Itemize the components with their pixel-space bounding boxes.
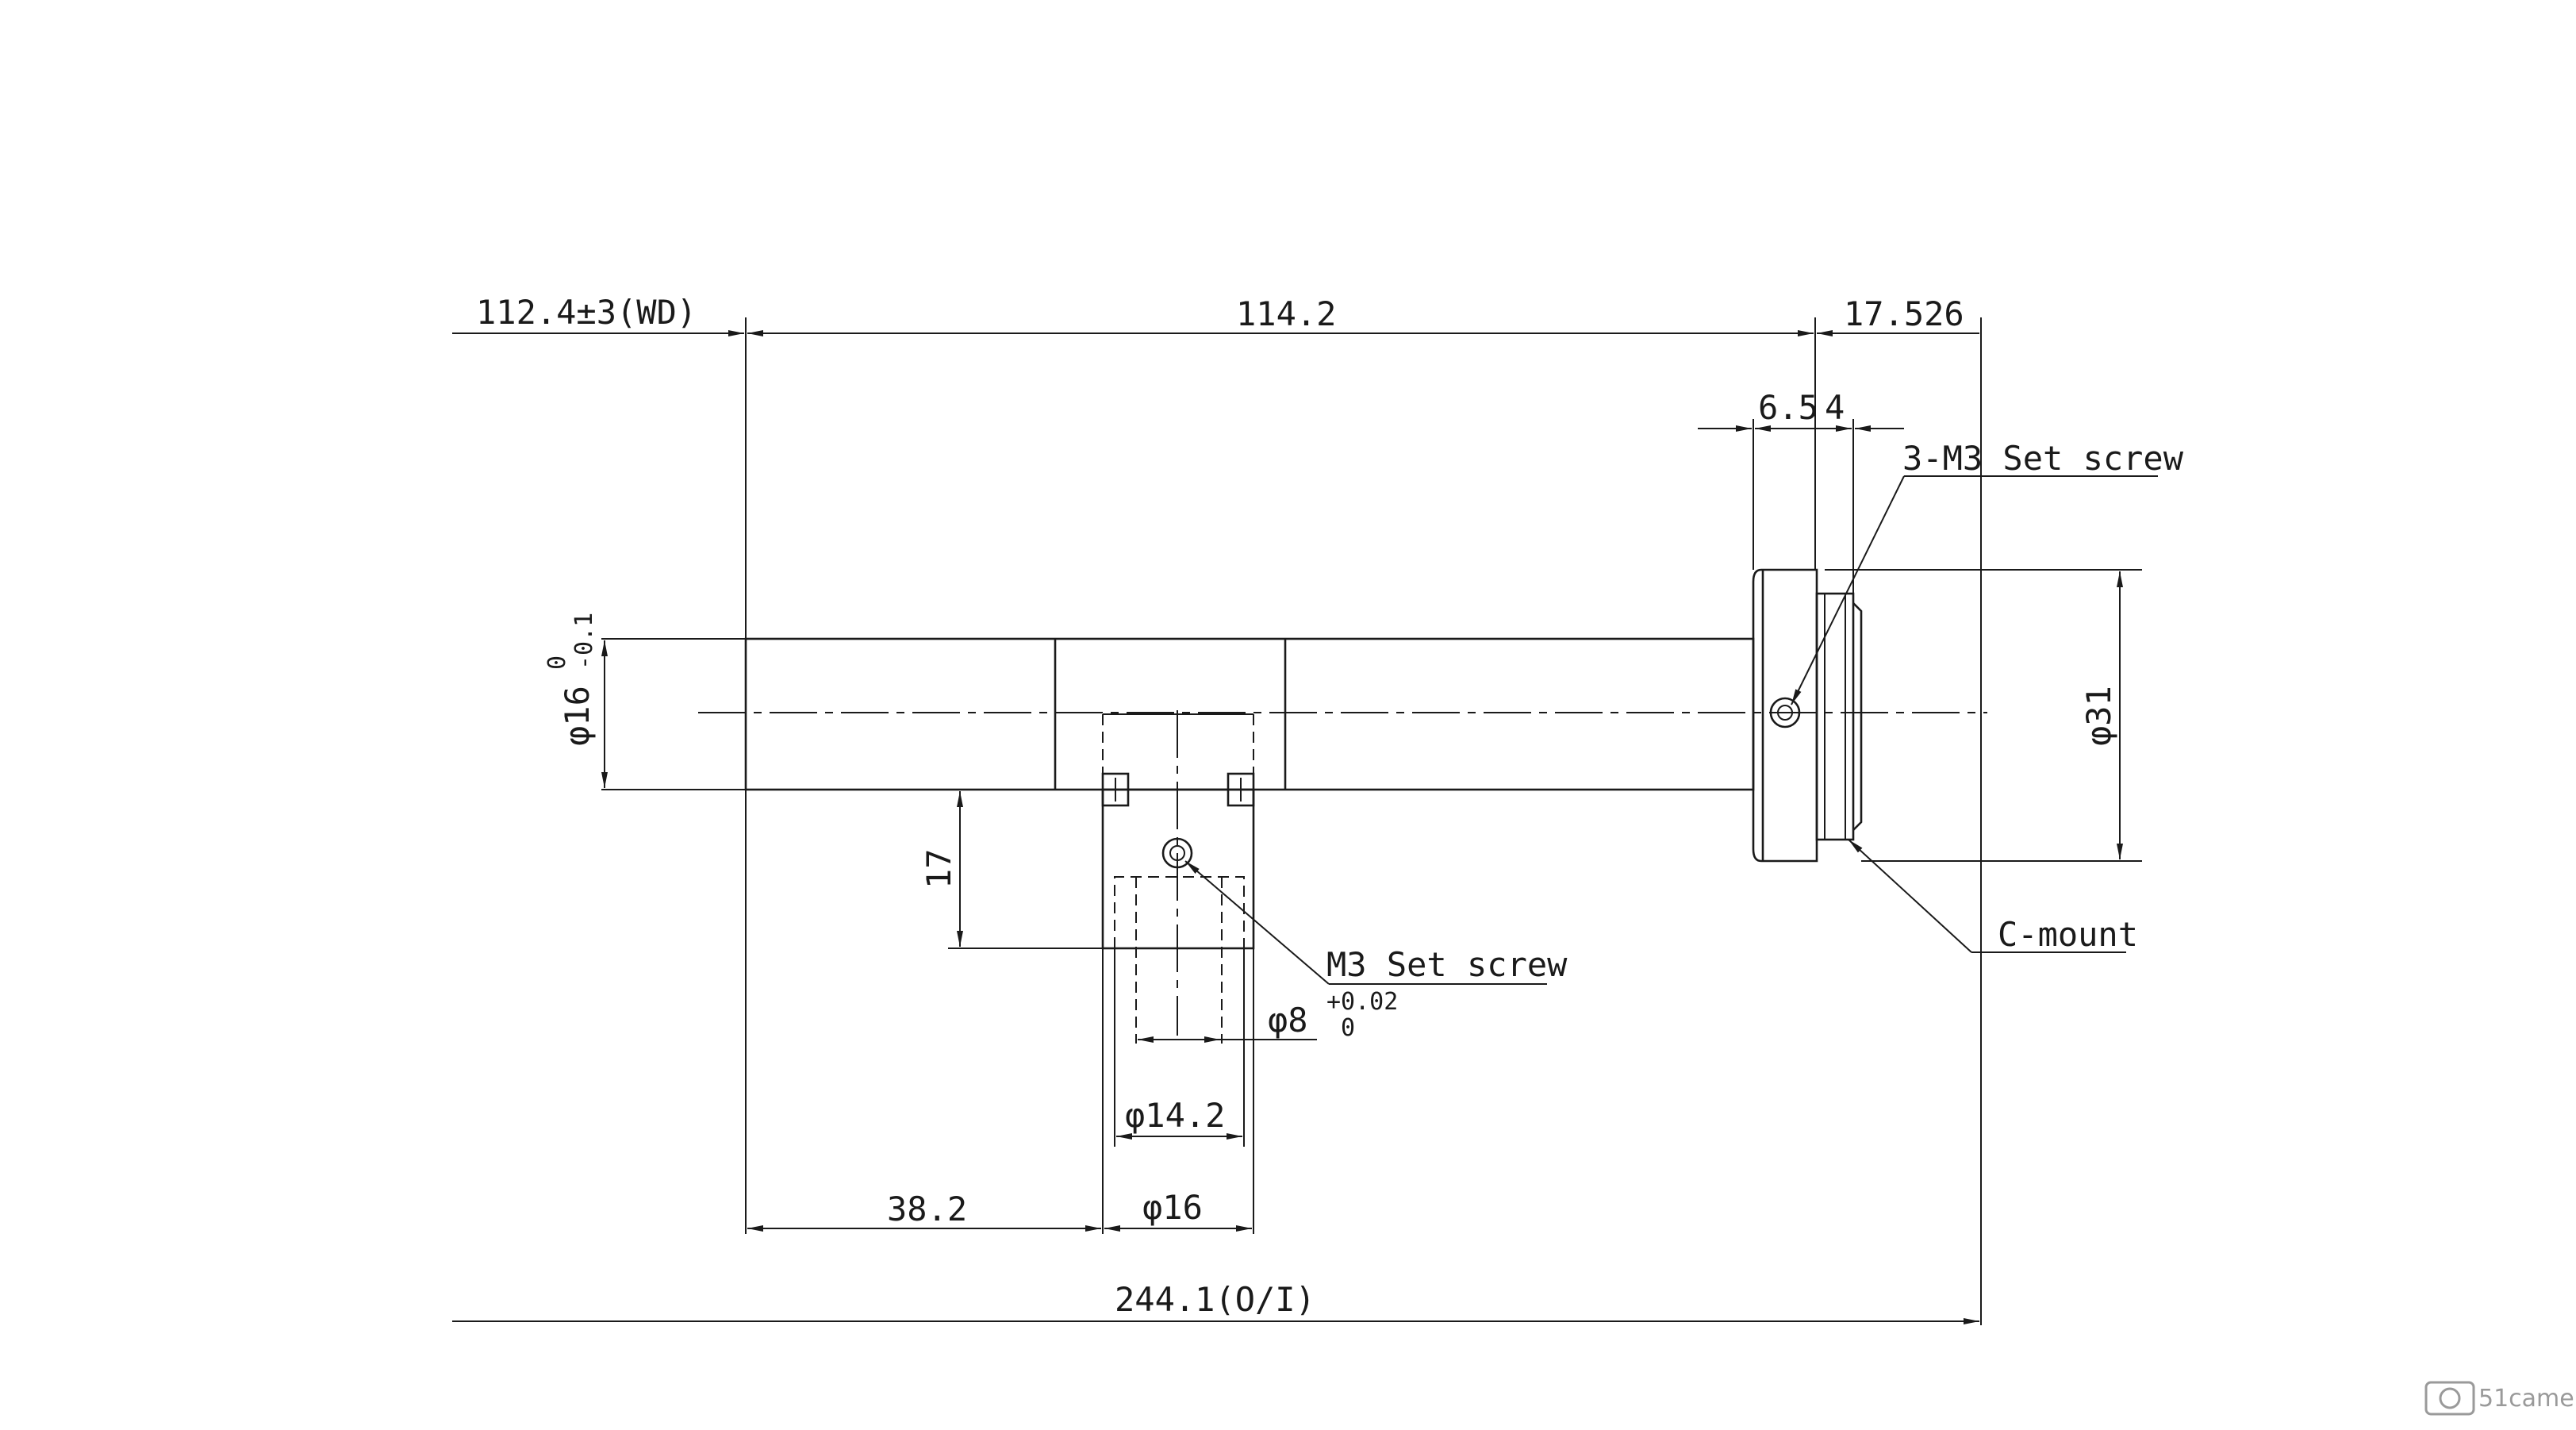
body-tolerance-upper: 0 xyxy=(543,655,571,670)
bore-diameter-label: φ8 xyxy=(1268,1001,1308,1040)
inner-diameter-label: φ14.2 xyxy=(1125,1096,1225,1135)
extension-lines xyxy=(601,317,2142,1325)
watermark-logo: 51camera xyxy=(2424,1381,2576,1416)
bore-tolerance-upper: +0.02 xyxy=(1326,988,1398,1016)
leader-lines xyxy=(1184,475,2158,985)
set-screw-1-callout: M3 Set screw xyxy=(1326,945,1568,984)
port-offset-label: 38.2 xyxy=(887,1190,967,1228)
ring-b-label: 4 xyxy=(1825,388,1845,427)
dimension-lines xyxy=(452,330,2123,1324)
ring-a-label: 6.5 xyxy=(1758,388,1818,427)
flange-length-label: 17.526 xyxy=(1844,294,1964,333)
c-mount-callout: C-mount xyxy=(1998,915,2138,954)
body-diameter-group: φ16 0 -0.1 xyxy=(543,613,598,746)
watermark-text: 51camera xyxy=(2478,1385,2576,1413)
body-tolerance-lower: -0.1 xyxy=(570,613,598,670)
set-screw-3-callout: 3-M3 Set screw xyxy=(1902,439,2184,478)
wd-dimension-label: 112.4±3(WD) xyxy=(476,293,697,332)
lens-body xyxy=(744,637,1755,791)
total-length-label: 244.1(O/I) xyxy=(1115,1280,1315,1319)
height-17-label: 17 xyxy=(919,848,958,889)
c-mount-flange xyxy=(1752,568,1863,863)
mount-diameter-label: φ31 xyxy=(2079,686,2118,746)
port-diameter-label: φ16 xyxy=(1142,1188,1203,1227)
bore-tolerance-lower: 0 xyxy=(1341,1014,1355,1042)
body-length-label: 114.2 xyxy=(1236,294,1336,333)
body-diameter-label: φ16 xyxy=(558,686,597,746)
